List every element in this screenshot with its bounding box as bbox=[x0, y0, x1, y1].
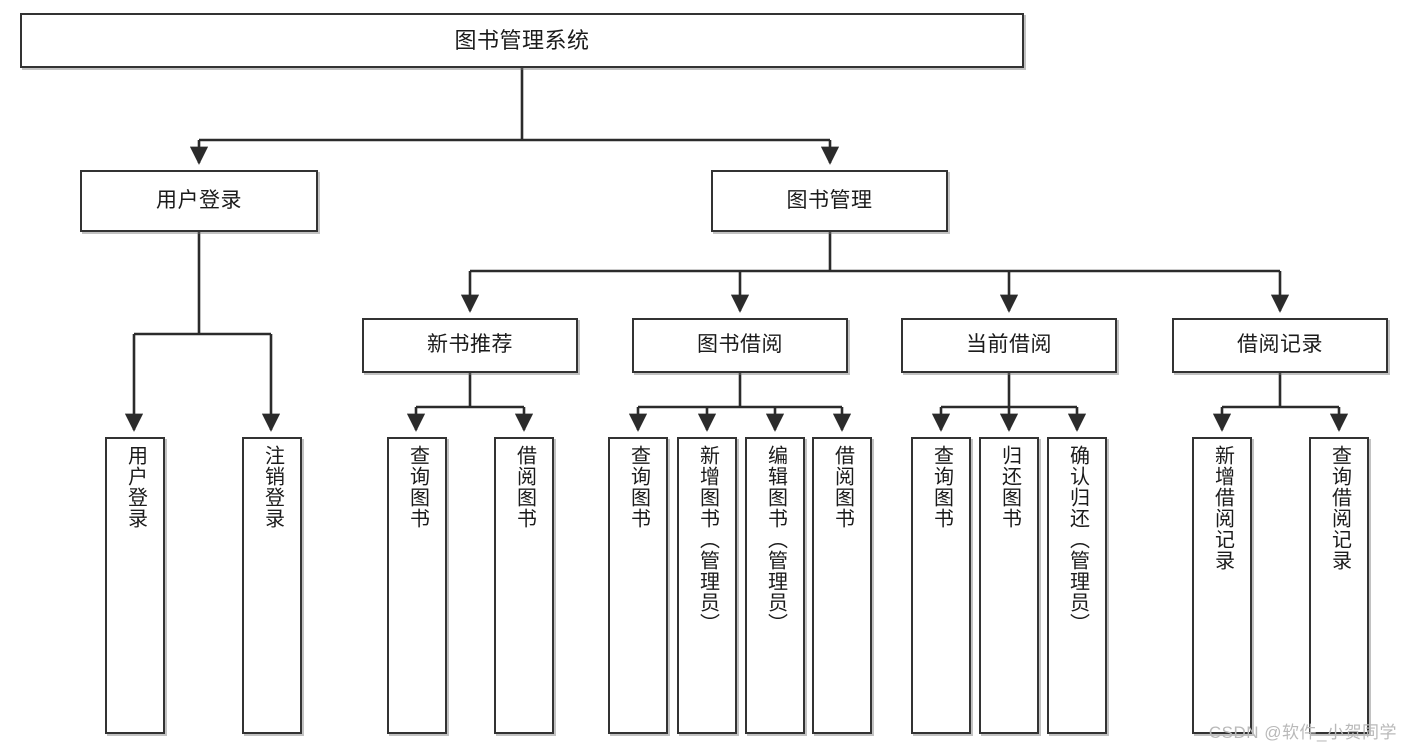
node-label: 借阅图书 bbox=[513, 445, 536, 529]
node-label: 图书借阅 bbox=[697, 333, 783, 357]
leaf-borrow-add-book-admin[interactable]: 新增图书（管理员） bbox=[677, 437, 737, 734]
node-label: 查询图书 bbox=[930, 445, 953, 529]
node-label: 注销登录 bbox=[261, 445, 284, 529]
node-user-login[interactable]: 用户登录 bbox=[80, 170, 318, 232]
node-label: 新增图书（管理员） bbox=[696, 445, 719, 634]
leaf-records-add-record[interactable]: 新增借阅记录 bbox=[1192, 437, 1252, 734]
node-label: 图书管理系统 bbox=[454, 27, 590, 53]
node-label: 确认归还（管理员） bbox=[1066, 445, 1089, 634]
node-label: 新增借阅记录 bbox=[1211, 445, 1234, 571]
node-new-book-recommend[interactable]: 新书推荐 bbox=[362, 318, 578, 373]
watermark-text: CSDN @软件_小贺同学 bbox=[1208, 723, 1397, 742]
node-label: 用户登录 bbox=[156, 188, 242, 212]
node-label: 当前借阅 bbox=[966, 333, 1052, 357]
node-label: 借阅记录 bbox=[1237, 333, 1323, 357]
leaf-borrow-query-book[interactable]: 查询图书 bbox=[608, 437, 668, 734]
leaf-user-login-signin[interactable]: 用户登录 bbox=[105, 437, 165, 734]
leaf-new-books-query[interactable]: 查询图书 bbox=[387, 437, 447, 734]
node-borrow-records[interactable]: 借阅记录 bbox=[1172, 318, 1388, 373]
leaf-records-query-record[interactable]: 查询借阅记录 bbox=[1309, 437, 1369, 734]
node-book-management[interactable]: 图书管理 bbox=[711, 170, 948, 232]
node-label: 查询图书 bbox=[406, 445, 429, 529]
node-label: 归还图书 bbox=[998, 445, 1021, 529]
node-label: 图书管理 bbox=[786, 188, 873, 212]
leaf-current-confirm-return-admin[interactable]: 确认归还（管理员） bbox=[1047, 437, 1107, 734]
node-root-system[interactable]: 图书管理系统 bbox=[20, 13, 1024, 68]
node-label: 新书推荐 bbox=[427, 333, 513, 357]
leaf-current-return-book[interactable]: 归还图书 bbox=[979, 437, 1039, 734]
leaf-user-login-signout[interactable]: 注销登录 bbox=[242, 437, 302, 734]
node-label: 用户登录 bbox=[124, 445, 147, 529]
leaf-borrow-borrow-book[interactable]: 借阅图书 bbox=[812, 437, 872, 734]
node-book-borrow[interactable]: 图书借阅 bbox=[632, 318, 848, 373]
leaf-current-query-book[interactable]: 查询图书 bbox=[911, 437, 971, 734]
node-label: 编辑图书（管理员） bbox=[764, 445, 787, 634]
leaf-borrow-edit-book-admin[interactable]: 编辑图书（管理员） bbox=[745, 437, 805, 734]
node-label: 查询图书 bbox=[627, 445, 650, 529]
node-label: 查询借阅记录 bbox=[1328, 445, 1351, 571]
node-current-borrow[interactable]: 当前借阅 bbox=[901, 318, 1117, 373]
leaf-new-books-borrow[interactable]: 借阅图书 bbox=[494, 437, 554, 734]
node-label: 借阅图书 bbox=[831, 445, 854, 529]
